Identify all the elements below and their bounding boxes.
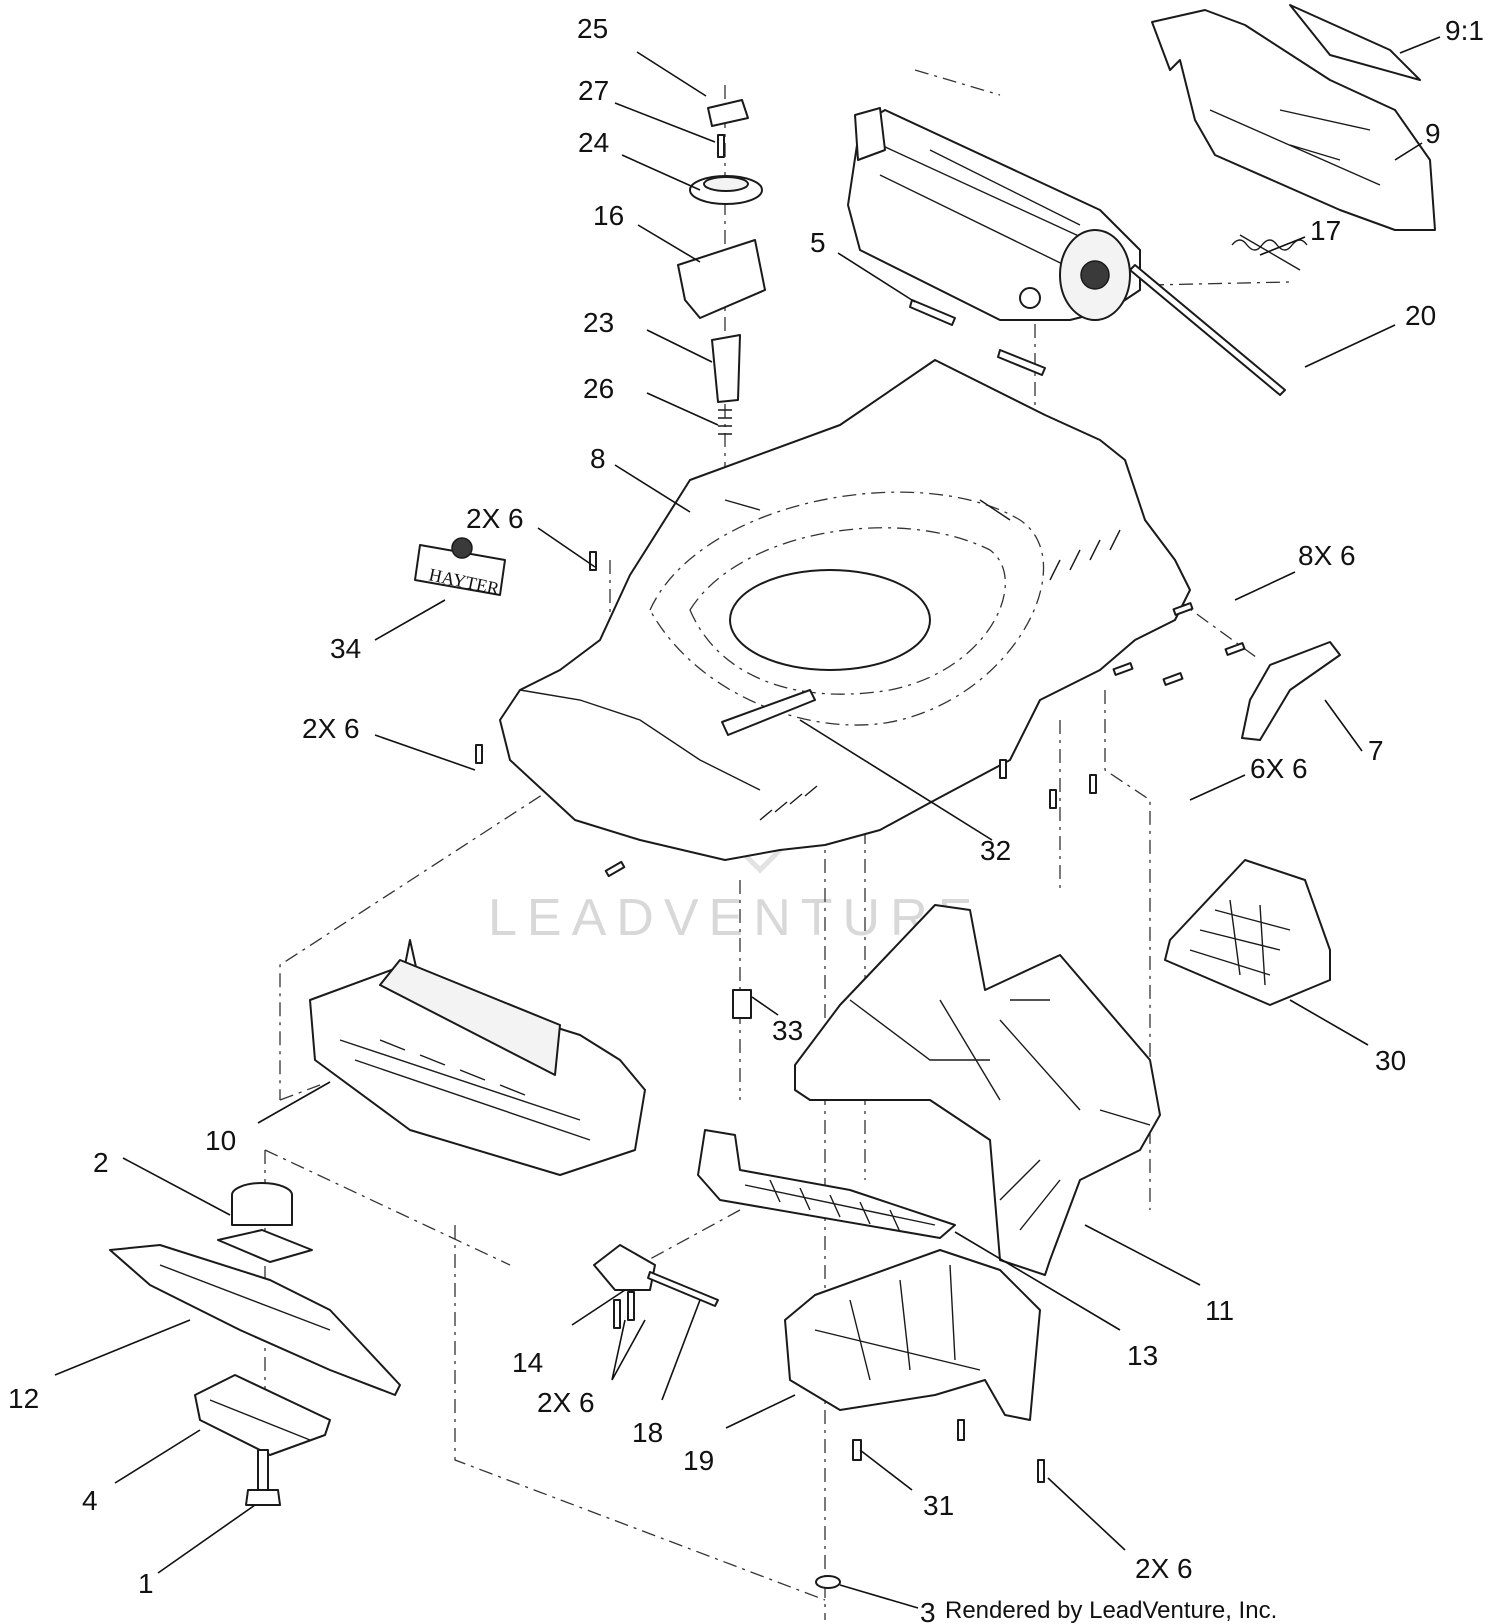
callout-16: 16 bbox=[593, 200, 624, 231]
callout-13: 13 bbox=[1127, 1340, 1158, 1371]
part-8-deck bbox=[499, 359, 1191, 861]
part-7-side-strip bbox=[1241, 641, 1341, 741]
callout-20: 20 bbox=[1405, 300, 1436, 331]
callout-1: 1 bbox=[138, 1568, 154, 1599]
callout-30: 30 bbox=[1375, 1045, 1406, 1076]
callout-8: 8 bbox=[590, 443, 606, 474]
callout-labels: 25 27 24 16 23 26 8 2X 6 34 2X 6 5 17 20… bbox=[8, 13, 1484, 1624]
callout-9: 9 bbox=[1425, 118, 1441, 149]
callout-32: 32 bbox=[980, 835, 1011, 866]
watermark-text: LEADVENTURE bbox=[488, 889, 982, 947]
callout-19: 19 bbox=[683, 1445, 714, 1476]
callout-34: 34 bbox=[330, 633, 361, 664]
callout-24: 24 bbox=[578, 127, 609, 158]
deck-screws bbox=[475, 551, 1246, 878]
part-13-mulch-plate bbox=[697, 1129, 956, 1239]
part-5-bolts bbox=[909, 287, 1046, 376]
leader-lines bbox=[54, 36, 1441, 1609]
callout-26: 26 bbox=[583, 373, 614, 404]
part-1-bolt bbox=[245, 1449, 281, 1506]
part-20-rod bbox=[1129, 264, 1286, 396]
handle-bracket-parts bbox=[677, 99, 766, 435]
part-17-spring bbox=[1231, 234, 1308, 271]
part-33-stud bbox=[732, 989, 752, 1019]
part-10-front-guard bbox=[309, 939, 646, 1176]
callout-6x6: 6X 6 bbox=[1250, 753, 1308, 784]
callout-31: 31 bbox=[923, 1490, 954, 1521]
callout-8x6: 8X 6 bbox=[1298, 540, 1356, 571]
callout-2x6-bottom: 2X 6 bbox=[1135, 1553, 1193, 1584]
part-34-logo-decal: HAYTER bbox=[414, 537, 506, 599]
part-9-bag-cover bbox=[1151, 4, 1436, 231]
callout-7: 7 bbox=[1368, 735, 1384, 766]
part-4-retainer bbox=[194, 1374, 331, 1456]
part-18-pin bbox=[647, 1271, 719, 1307]
callout-11: 11 bbox=[1205, 1295, 1234, 1326]
part-30-deflector bbox=[1164, 859, 1331, 1006]
callout-33: 33 bbox=[772, 1015, 803, 1046]
part-12-blade bbox=[109, 1244, 401, 1396]
part-19-lower-deflector bbox=[784, 1249, 1041, 1421]
part-11-housing bbox=[794, 904, 1161, 1276]
callout-17: 17 bbox=[1310, 215, 1341, 246]
callout-12: 12 bbox=[8, 1383, 39, 1414]
part-14-bracket bbox=[593, 1244, 656, 1329]
callout-2x6-bracket: 2X 6 bbox=[537, 1387, 595, 1418]
callout-2x6-deck-top: 2X 6 bbox=[466, 503, 524, 534]
footer-credit: Rendered by LeadVenture, Inc. bbox=[945, 1597, 1277, 1624]
part-2-adapter bbox=[217, 1182, 313, 1263]
callout-2: 2 bbox=[93, 1147, 109, 1178]
callout-9-1: 9:1 bbox=[1445, 15, 1484, 46]
callout-4: 4 bbox=[82, 1485, 98, 1516]
part-32-plate bbox=[721, 689, 816, 736]
callout-10: 10 bbox=[205, 1125, 236, 1156]
watermark: LEADVENTURE bbox=[488, 678, 982, 947]
callout-2x6-deck-side: 2X 6 bbox=[302, 713, 360, 744]
callout-23: 23 bbox=[583, 307, 614, 338]
callout-27: 27 bbox=[578, 75, 609, 106]
callout-3: 3 bbox=[920, 1597, 936, 1624]
callout-25: 25 bbox=[577, 13, 608, 44]
callout-14: 14 bbox=[512, 1347, 543, 1378]
rear-roller-assembly bbox=[847, 107, 1141, 321]
callout-5: 5 bbox=[810, 227, 826, 258]
callout-18: 18 bbox=[632, 1417, 663, 1448]
